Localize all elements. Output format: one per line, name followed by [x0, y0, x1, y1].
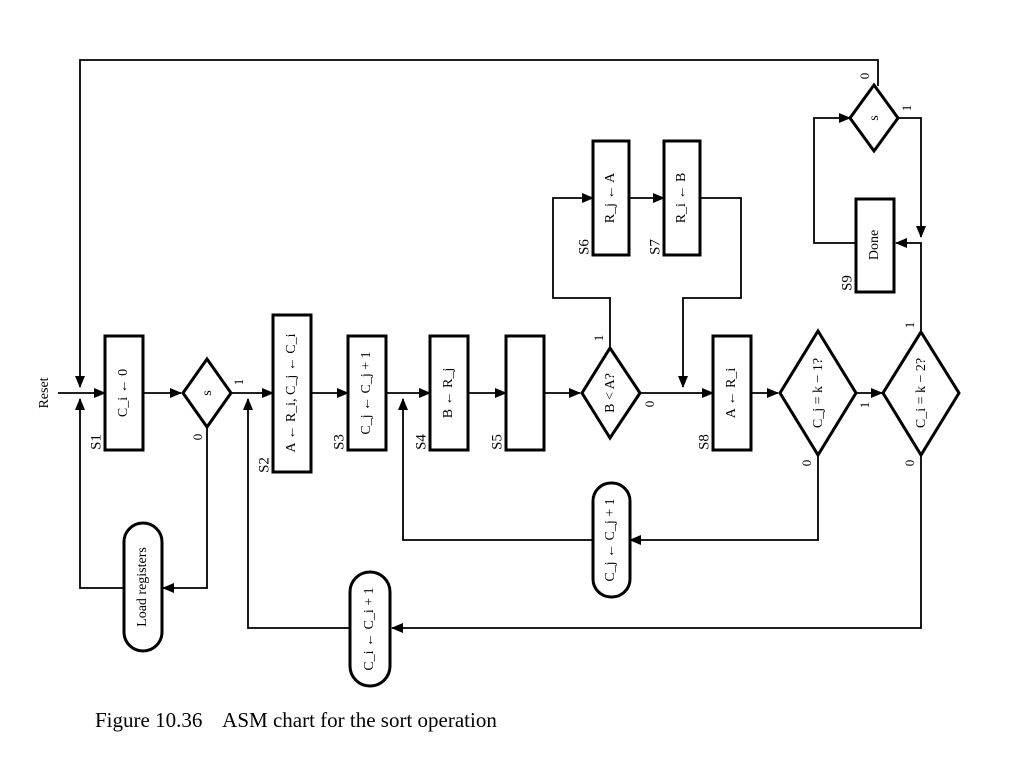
decision-s-diamond	[181, 356, 233, 430]
cj-k1-true: 1	[857, 402, 872, 409]
cj-k1-false: 0	[799, 460, 814, 467]
state-name-s5: S5	[489, 434, 505, 450]
decision-s-done-text: s	[867, 115, 882, 120]
decision-cj-k1-diamond	[778, 328, 858, 458]
reset-label: Reset	[37, 377, 52, 408]
decision-labels: s B < A? C_j = k − 1? C_i = k − 2? s	[200, 115, 929, 428]
b-lt-a-true: 1	[591, 335, 606, 342]
s-first-true: 1	[231, 379, 246, 386]
s7-action: R_i ← B	[674, 173, 689, 224]
branch-labels: 1 0 1 0 1 0 1 0 0 1	[190, 73, 917, 467]
state-s9-box	[854, 197, 896, 294]
decision-ci-k2-diamond	[881, 329, 961, 458]
state-name-s3: S3	[331, 434, 347, 450]
decision-b-lt-a-text: B < A?	[603, 373, 618, 413]
ci-k2-false: 0	[902, 460, 917, 467]
state-s5-box	[504, 334, 546, 452]
state-s6-box	[591, 139, 631, 257]
state-names: S1 S2 S3 S4 S5 S6 S7 S8 S9	[88, 239, 855, 473]
decision-ci-k2-text: C_i = k − 2?	[914, 358, 929, 428]
s1-action: C_i ← 0	[116, 369, 131, 417]
output-labels: Load registers C_j ← C_j + 1 C_i ← C_i +…	[135, 498, 618, 670]
state-name-s1: S1	[88, 434, 104, 450]
decision-b-lt-a-diamond	[580, 345, 642, 441]
figure-number: Figure 10.36	[95, 708, 203, 732]
state-actions: C_i ← 0 A ← R_i, C_j ← C_i C_j ← C_j + 1…	[116, 172, 882, 453]
inc-cj-oval	[591, 481, 632, 599]
state-s7-box	[662, 139, 702, 257]
connection-lines	[58, 59, 926, 633]
state-name-s9: S9	[839, 275, 855, 291]
figure-caption: Figure 10.36 ASM chart for the sort oper…	[95, 708, 497, 733]
s9-action: Done	[867, 230, 882, 260]
load-registers-oval	[122, 521, 164, 653]
ci-k2-true: 1	[902, 322, 917, 329]
decision-s-text: s	[200, 390, 215, 395]
state-name-s7: S7	[647, 239, 663, 255]
s-first-false: 0	[190, 434, 205, 441]
s6-action: R_j ← A	[603, 172, 618, 223]
b-lt-a-false: 0	[642, 401, 657, 408]
state-s8-box	[711, 334, 753, 452]
figure-title: ASM chart for the sort operation	[222, 708, 497, 732]
state-s1-box	[103, 334, 145, 452]
s4-action: B ← R_j	[441, 368, 456, 419]
state-s3-box	[346, 334, 388, 452]
asm-chart: C_i ← 0 A ← R_i, C_j ← C_i C_j ← C_j + 1…	[37, 59, 961, 688]
decision-cj-k1-text: C_j = k − 1?	[811, 358, 826, 428]
s-done-true: 1	[899, 105, 914, 112]
s3-action: C_j ← C_j + 1	[359, 351, 374, 434]
done-to-s1-loop	[75, 59, 879, 388]
s2-action: A ← R_i, C_j ← C_i	[284, 333, 299, 452]
inc-ci-text: C_i ← C_i + 1	[362, 587, 377, 670]
s8-action: A ← R_i	[724, 368, 739, 419]
decision-s-done-diamond	[848, 82, 900, 154]
state-name-s6: S6	[576, 239, 592, 255]
state-name-s2: S2	[256, 457, 272, 473]
state-s4-box	[428, 334, 470, 452]
state-name-s4: S4	[413, 434, 429, 450]
state-s2-box	[271, 313, 313, 474]
load-registers-text: Load registers	[135, 547, 150, 627]
inc-cj-text: C_j ← C_j + 1	[603, 498, 618, 581]
s-done-false: 0	[857, 73, 872, 80]
inc-ci-oval	[348, 570, 392, 688]
state-name-s8: S8	[696, 434, 712, 450]
